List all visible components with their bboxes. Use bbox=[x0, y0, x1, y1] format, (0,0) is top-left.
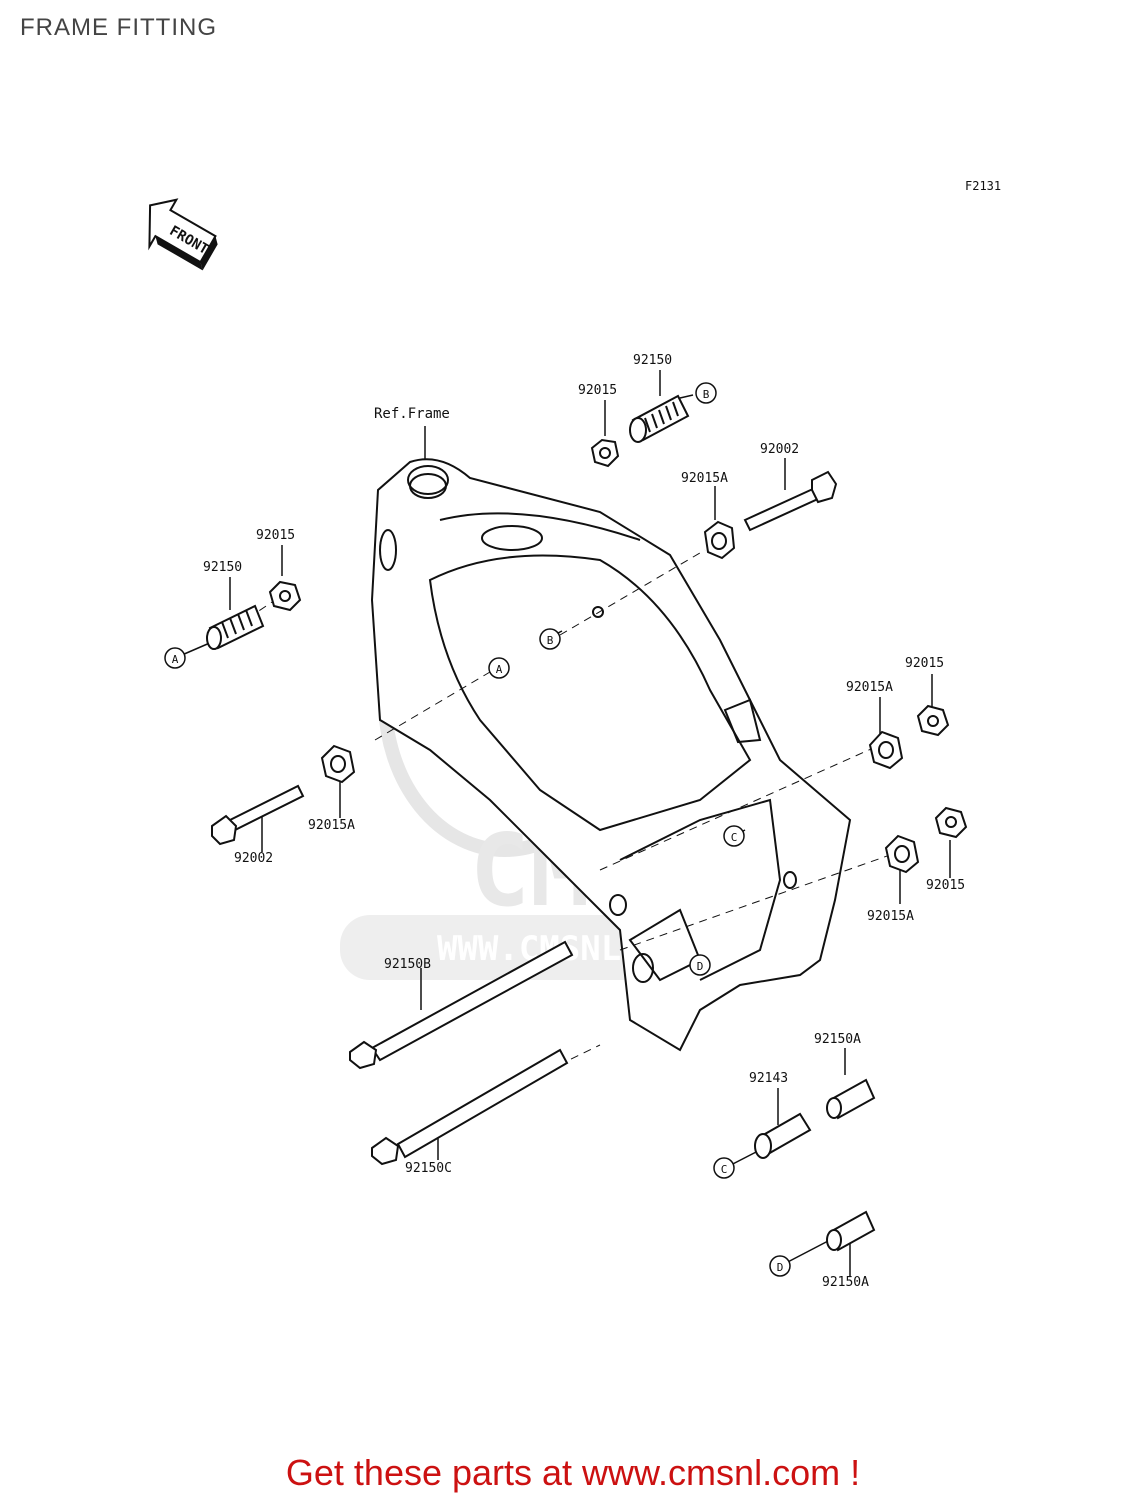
label-c7: 92015 bbox=[905, 656, 944, 671]
ref-frame-label: Ref.Frame bbox=[374, 406, 450, 422]
label-c3: 92002 bbox=[760, 442, 799, 457]
label-c2: 92015 bbox=[578, 383, 617, 398]
collar-92150-left bbox=[206, 604, 265, 650]
svg-text:A: A bbox=[172, 653, 179, 666]
label-c14: 92150A bbox=[814, 1032, 861, 1047]
label-c1: 92150 bbox=[633, 353, 672, 368]
parts bbox=[206, 394, 968, 1252]
label-c9: 92015A bbox=[308, 818, 355, 833]
nut-92015A-lower-right bbox=[884, 834, 920, 874]
collar-92150A-upper bbox=[826, 1078, 876, 1120]
footer-cta-text[interactable]: Get these parts at www.cmsnl.com ! bbox=[285, 1452, 861, 1493]
collar-92150A-lower bbox=[826, 1210, 876, 1252]
svg-text:D: D bbox=[697, 960, 704, 973]
nut-92015-right bbox=[916, 704, 950, 737]
bolt-92002-top bbox=[743, 470, 838, 532]
label-c15: 92143 bbox=[749, 1071, 788, 1086]
label-c13: 92150B bbox=[384, 957, 431, 972]
nut-92015A-top bbox=[703, 520, 736, 560]
bolt-92002-left bbox=[211, 784, 305, 846]
bolt-92150B-long bbox=[349, 940, 574, 1070]
label-c17: 92150A bbox=[822, 1275, 869, 1290]
label-c4: 92015A bbox=[681, 471, 728, 486]
nut-92015A-left bbox=[320, 744, 356, 784]
bolt-92150C-long bbox=[371, 1048, 569, 1166]
label-c11: 92015 bbox=[926, 878, 965, 893]
nut-92015A-right bbox=[868, 730, 904, 770]
label-c16: 92150C bbox=[405, 1161, 452, 1176]
collar-92150-top bbox=[629, 394, 690, 443]
label-c12: 92015A bbox=[867, 909, 914, 924]
svg-text:C: C bbox=[721, 1163, 728, 1176]
nut-92015-left bbox=[268, 580, 302, 612]
svg-text:C: C bbox=[731, 831, 738, 844]
part-labels: 92150 92015 92002 92015A 92015 92150 920… bbox=[203, 353, 965, 1290]
svg-text:A: A bbox=[496, 663, 503, 676]
diagram-code: F2131 bbox=[965, 179, 1001, 193]
footer-cta[interactable]: Get these parts at www.cmsnl.com ! bbox=[0, 1452, 1146, 1494]
reference-markers: B A B A C D C D bbox=[164, 382, 791, 1277]
front-direction-arrow: FRONT bbox=[148, 198, 218, 271]
label-c5: 92015 bbox=[256, 528, 295, 543]
svg-text:D: D bbox=[777, 1261, 784, 1274]
frame bbox=[370, 458, 852, 1052]
nut-92015-lower-right bbox=[934, 806, 968, 839]
page-title: FRAME FITTING bbox=[20, 14, 217, 41]
label-c8: 92015A bbox=[846, 680, 893, 695]
svg-text:B: B bbox=[547, 634, 554, 647]
label-c10: 92002 bbox=[234, 851, 273, 866]
nut-92015-top bbox=[590, 438, 620, 468]
label-c6: 92150 bbox=[203, 560, 242, 575]
spacer-92143 bbox=[754, 1112, 812, 1159]
svg-text:B: B bbox=[703, 388, 710, 401]
